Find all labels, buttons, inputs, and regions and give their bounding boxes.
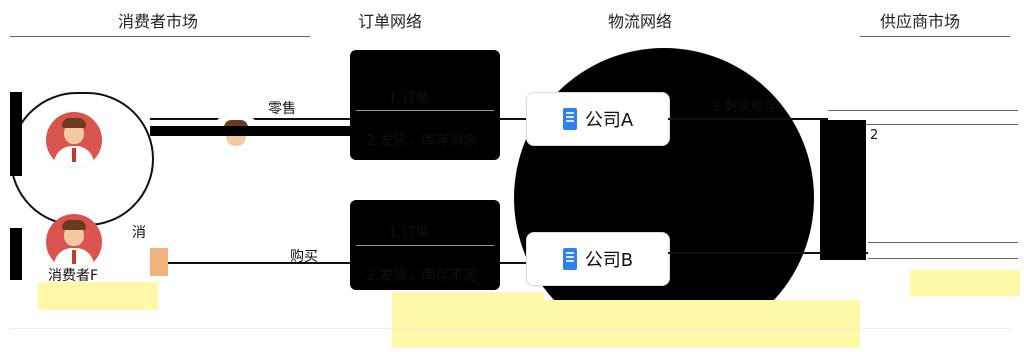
logistics-yellow-strip <box>520 300 860 348</box>
order-box-top <box>350 50 500 160</box>
connector-order-to-company-b <box>500 262 526 264</box>
retail-label: 零售 <box>268 101 296 117</box>
purchase-label: 购买 <box>290 249 318 265</box>
order-top-label: 1.订单 <box>388 91 430 107</box>
ship-bottom-label: 2.发货，库存不足 <box>366 268 478 284</box>
left-black-bar <box>10 92 22 176</box>
retail-black-bar <box>150 126 350 136</box>
left-black-bar-bottom <box>10 228 22 280</box>
order-bottom-divider <box>356 245 494 246</box>
consumer-middle-char: 消 <box>132 225 146 241</box>
header-consumer-market: 消费者市场 <box>118 12 199 31</box>
remaining-stock-label: 3.剩余库存 <box>712 100 777 115</box>
consumer-avatar-top <box>46 112 102 168</box>
header-rule-right <box>860 36 1010 37</box>
connector-right-bottom <box>668 252 868 254</box>
consumer-avatar-bottom <box>46 214 102 270</box>
right-top-rule-2 <box>828 124 1018 125</box>
connector-purchase <box>150 262 350 264</box>
right-top-rule-1 <box>828 110 1018 111</box>
right-bottom-rule-2 <box>868 258 1018 259</box>
header-rule-left <box>10 36 310 37</box>
consumer-yellow-strip <box>38 282 158 310</box>
company-b-card[interactable]: 公司B <box>526 232 670 286</box>
company-b-label: 公司B <box>584 250 634 271</box>
retail-avatar <box>210 112 262 164</box>
order-yellow-strip <box>392 292 544 348</box>
connector-remaining-stock <box>668 118 828 120</box>
header-supplier-market: 供应商市场 <box>880 12 961 31</box>
header-logistics-network: 物流网络 <box>608 12 673 31</box>
company-a-card[interactable]: 公司A <box>526 92 670 146</box>
header-order-network: 订单网络 <box>358 12 423 31</box>
order-top-divider <box>356 110 494 111</box>
ship-top-label: 2.发货，库存剩余 <box>366 133 478 149</box>
connector-order-to-company-a <box>500 118 526 120</box>
purchase-box-icon <box>150 248 168 276</box>
right-small-marker: 2 <box>870 128 879 143</box>
right-bottom-rule-1 <box>868 242 1018 243</box>
company-a-label: 公司A <box>584 110 634 131</box>
consumer-f-label: 消费者F <box>48 268 99 284</box>
right-black-block <box>820 120 866 260</box>
right-yellow-strip <box>910 270 1020 296</box>
building-icon <box>562 108 577 130</box>
order-bottom-label: 1.订单 <box>388 225 430 241</box>
bottom-rule <box>10 328 1010 329</box>
building-icon <box>562 248 577 270</box>
